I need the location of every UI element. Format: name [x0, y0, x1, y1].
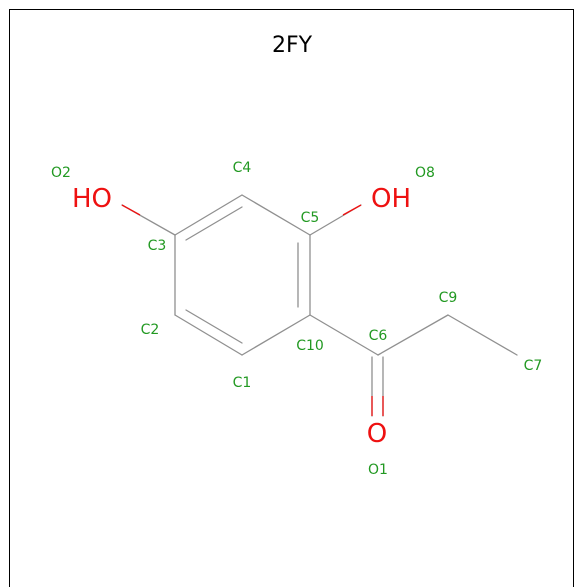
bond-c9-c7: [447, 314, 518, 356]
atom-label-c1: C1: [233, 375, 252, 391]
bond-c4-c5: [241, 194, 311, 236]
atom-label-c2: C2: [141, 322, 160, 338]
atom-symbol-o2: HO: [72, 184, 112, 214]
bond-c1-c2-inner: [185, 309, 243, 344]
bond-c10-c6: [309, 314, 379, 356]
atom-label-c5: C5: [301, 210, 320, 226]
molecule-title: 2FY: [272, 33, 313, 58]
atom-label-c7: C7: [524, 358, 543, 374]
bond-o2-tint: [121, 204, 141, 216]
atom-symbol-o8: OH: [371, 184, 411, 214]
bond-c10-c1: [241, 314, 311, 356]
bond-c6-c9: [377, 314, 449, 356]
atom-labels: O2 C4 O8 C3 C5 C9 C2 C10 C6 C7 C1 O1: [51, 160, 542, 478]
heteroatom-bond-tints: [121, 204, 384, 416]
bond-c1-c2: [174, 314, 243, 356]
atom-label-o2: O2: [51, 165, 71, 181]
bond-c3-c4: [174, 194, 243, 236]
atom-label-o8: O8: [415, 165, 435, 181]
atom-label-o1: O1: [368, 462, 388, 478]
atom-label-c10: C10: [296, 338, 324, 354]
bond-o8-tint: [342, 204, 362, 216]
atom-label-c4: C4: [233, 160, 252, 176]
bond-c3-c4-inner: [185, 206, 243, 241]
atom-label-c6: C6: [369, 328, 388, 344]
diagram-frame: [9, 9, 574, 587]
atom-symbol-o1: O: [367, 419, 387, 449]
atom-symbols: HO OH O: [72, 184, 411, 449]
atom-label-c3: C3: [148, 238, 167, 254]
atom-label-c9: C9: [439, 290, 458, 306]
bonds: [121, 194, 518, 417]
